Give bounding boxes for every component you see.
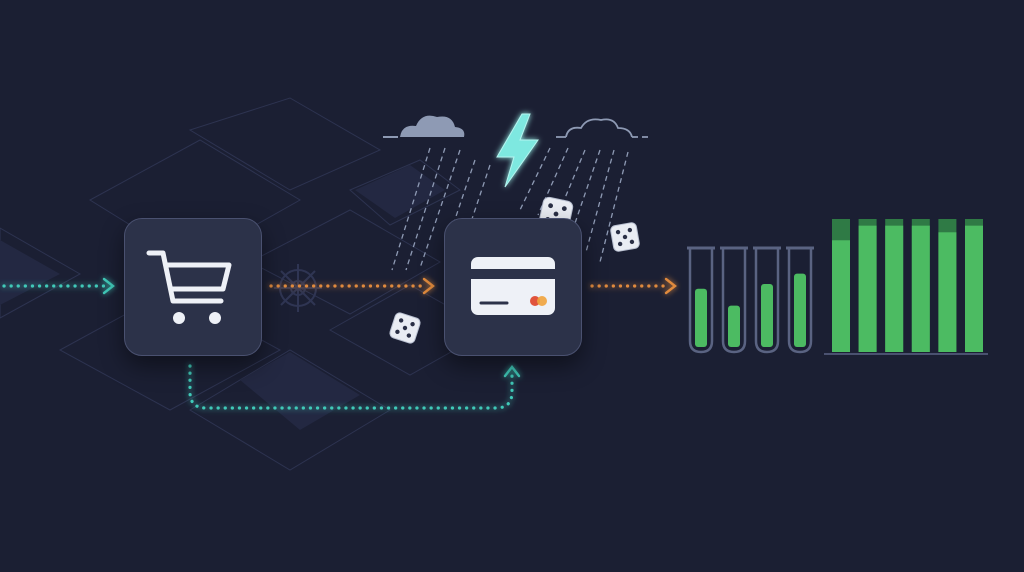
grid-tile-fill [355, 165, 445, 218]
edge-input-to-cart [2, 277, 115, 295]
edge-payment-to-results [590, 277, 677, 295]
test-tube-fill [794, 273, 806, 347]
payment-node[interactable] [444, 218, 582, 356]
arrow-head-icon [664, 277, 677, 295]
result-bar [885, 219, 904, 352]
test-tube [720, 246, 748, 354]
grid-tile [248, 209, 441, 315]
lightning-icon [496, 113, 539, 188]
cloud-outline-icon [556, 118, 652, 138]
cart-node[interactable] [124, 218, 262, 356]
cloud-icon [383, 115, 465, 138]
test-tube [786, 246, 814, 354]
test-tube-fill [761, 284, 773, 347]
result-bar [911, 219, 930, 352]
result-bar [858, 219, 877, 352]
arrow-head-icon [503, 365, 521, 378]
grid-tile-fill [240, 352, 360, 430]
isometric-grid-fill [0, 165, 445, 430]
test-tubes [687, 246, 814, 354]
faint-gear-icon [274, 264, 322, 312]
test-tube-fill [695, 288, 707, 347]
result-bar-fill [885, 225, 904, 352]
rain-lines [391, 147, 629, 271]
test-tube [753, 246, 781, 354]
arrow-head-icon [422, 277, 435, 295]
result-bar [938, 219, 957, 352]
grid-tile [189, 349, 391, 471]
arrow-head-icon [102, 277, 115, 295]
grid-tile [188, 97, 382, 191]
result-bar-fill [938, 232, 957, 352]
grid-tile [0, 227, 82, 319]
result-bar-fill [965, 225, 983, 352]
shopping-cart-icon [146, 250, 232, 324]
edge-cart-to-payment [269, 277, 435, 295]
dice-icon [610, 222, 640, 252]
test-tube-outline [721, 248, 747, 354]
test-tube [687, 246, 715, 354]
edge-cart-loop-to-payment [188, 364, 521, 410]
credit-card-icon [471, 257, 555, 315]
test-tube-outline [754, 248, 780, 354]
result-bar [965, 219, 983, 352]
result-bar-fill [858, 225, 877, 352]
result-bars [832, 219, 983, 352]
dice-icon [389, 312, 421, 344]
test-tube-outline [688, 248, 714, 354]
grid-tile-fill [0, 240, 60, 305]
result-bar-fill [911, 225, 930, 352]
result-bar [832, 219, 850, 352]
test-tube-fill [728, 305, 740, 347]
result-bar-fill [832, 240, 850, 352]
test-tube-outline [787, 248, 813, 354]
grid-tile [349, 159, 461, 226]
